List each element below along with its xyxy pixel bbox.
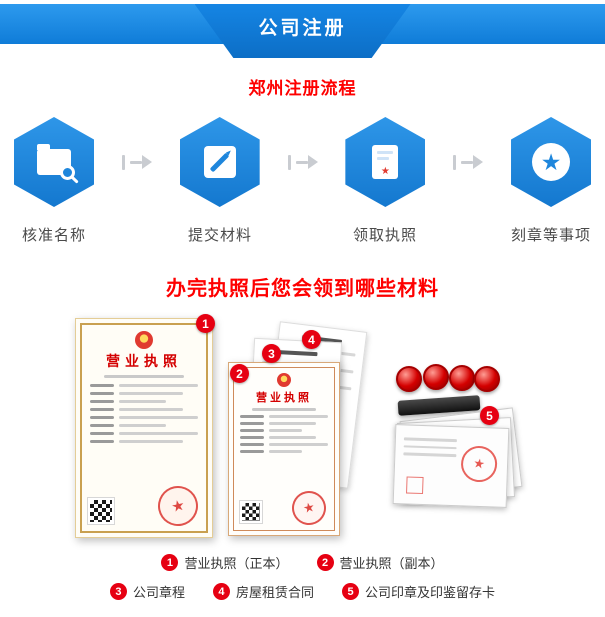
legend-item-seals-card: 5 公司印章及印鉴留存卡: [342, 582, 495, 601]
license-title: 营业执照: [106, 355, 182, 370]
step-label-receive-license: 领取执照: [352, 227, 417, 244]
edit-icon: [203, 146, 236, 178]
item-badge-1: 1: [196, 314, 215, 333]
step-label-seal-matters: 刻章等事项: [510, 227, 591, 244]
certificate-frame: 营业执照: [233, 367, 335, 531]
legend-row-1: 1 营业执照（正本） 2 营业执照（副本）: [0, 553, 605, 572]
license-subtitle-line: [103, 375, 185, 378]
license-doc-icon: [372, 145, 399, 179]
step-hexagon-seal-matters: [511, 117, 592, 207]
business-license-original: 营业执照: [75, 318, 213, 538]
license-subtitle-line: [251, 408, 317, 411]
legend-item-license-copy: 2 营业执照（副本）: [316, 553, 444, 572]
step-arrow: [94, 154, 180, 170]
company-stamp-icon: [474, 366, 500, 392]
folder-search-icon: [37, 144, 75, 180]
legend-item-articles: 3 公司章程: [109, 582, 185, 601]
item-badge-5: 5: [480, 406, 499, 425]
arrow-line: [461, 160, 474, 164]
qr-code: [87, 497, 115, 525]
step-hexagon-submit-materials: [179, 117, 260, 207]
legend-num-3: 3: [109, 583, 127, 600]
materials-artwork: 营业执照 营业执照: [0, 308, 605, 550]
arrow-head-icon: [141, 155, 152, 169]
magnifier-icon: [60, 165, 75, 180]
process-heading: 郑州注册流程: [248, 79, 357, 98]
arrow-head-icon: [473, 155, 484, 169]
header-tab: 公司注册: [194, 4, 411, 58]
step-label-approve-name: 核准名称: [21, 227, 86, 244]
certificate-footer: [239, 483, 330, 529]
national-emblem-icon: [135, 331, 153, 349]
pencil-icon: [209, 152, 230, 173]
arrow-bar: [287, 154, 291, 170]
page-title: 公司注册: [258, 18, 347, 39]
square-seal-imprint-icon: [406, 476, 424, 495]
certificate-frame: 营业执照: [80, 323, 208, 533]
arrow-head-icon: [307, 155, 318, 169]
red-seal-icon: [154, 482, 202, 530]
legend-num-2: 2: [316, 554, 334, 571]
license-title: 营业执照: [256, 392, 312, 404]
company-stamp-icon: [449, 365, 475, 391]
company-stamp-icon: [423, 364, 449, 390]
header-bar: 公司注册: [0, 4, 605, 58]
arrow-line: [295, 160, 308, 164]
qr-code: [239, 500, 263, 524]
step-label-submit-materials: 提交材料: [187, 227, 252, 244]
legend-label: 公司印章及印鉴留存卡: [365, 585, 496, 600]
arrow-bar: [453, 154, 457, 170]
business-license-copy: 营业执照: [228, 362, 340, 536]
national-emblem-icon: [277, 373, 291, 387]
legend-row-2: 3 公司章程 4 房屋租赁合同 5 公司印章及印鉴留存卡: [0, 582, 605, 601]
star-circle-icon: [532, 143, 571, 181]
arrow-bar: [121, 154, 125, 170]
step-arrow: [425, 154, 511, 170]
legend-num-4: 4: [212, 583, 230, 600]
item-badge-3: 3: [262, 344, 281, 363]
company-stamp-icon: [396, 366, 422, 392]
red-seal-icon: [288, 487, 330, 529]
legend-label: 公司章程: [132, 585, 185, 600]
legend-label: 营业执照（正本）: [184, 556, 289, 571]
legend-num-5: 5: [342, 583, 359, 600]
legend-label: 营业执照（副本）: [339, 556, 444, 571]
process-steps: [14, 116, 592, 208]
item-badge-2: 2: [230, 364, 249, 383]
seal-imprint-icon: [458, 443, 500, 485]
legend-label: 房屋租赁合同: [235, 585, 314, 600]
legend-item-lease-contract: 4 房屋租赁合同: [212, 582, 314, 601]
seal-retention-card: [392, 424, 510, 508]
item-badge-4: 4: [302, 330, 321, 349]
step-arrow: [260, 154, 346, 170]
materials-heading: 办完执照后您会领到哪些材料: [166, 278, 439, 300]
step-hexagon-approve-name: [14, 117, 94, 207]
legend-num-1: 1: [161, 554, 179, 571]
legend-item-license-original: 1 营业执照（正本）: [161, 553, 289, 572]
certificate-footer: [87, 482, 202, 530]
arrow-line: [129, 160, 142, 164]
step-hexagon-receive-license: [345, 117, 426, 207]
materials-legend: 1 营业执照（正本） 2 营业执照（副本） 3 公司章程 4 房屋租赁合同 5 …: [0, 553, 605, 611]
